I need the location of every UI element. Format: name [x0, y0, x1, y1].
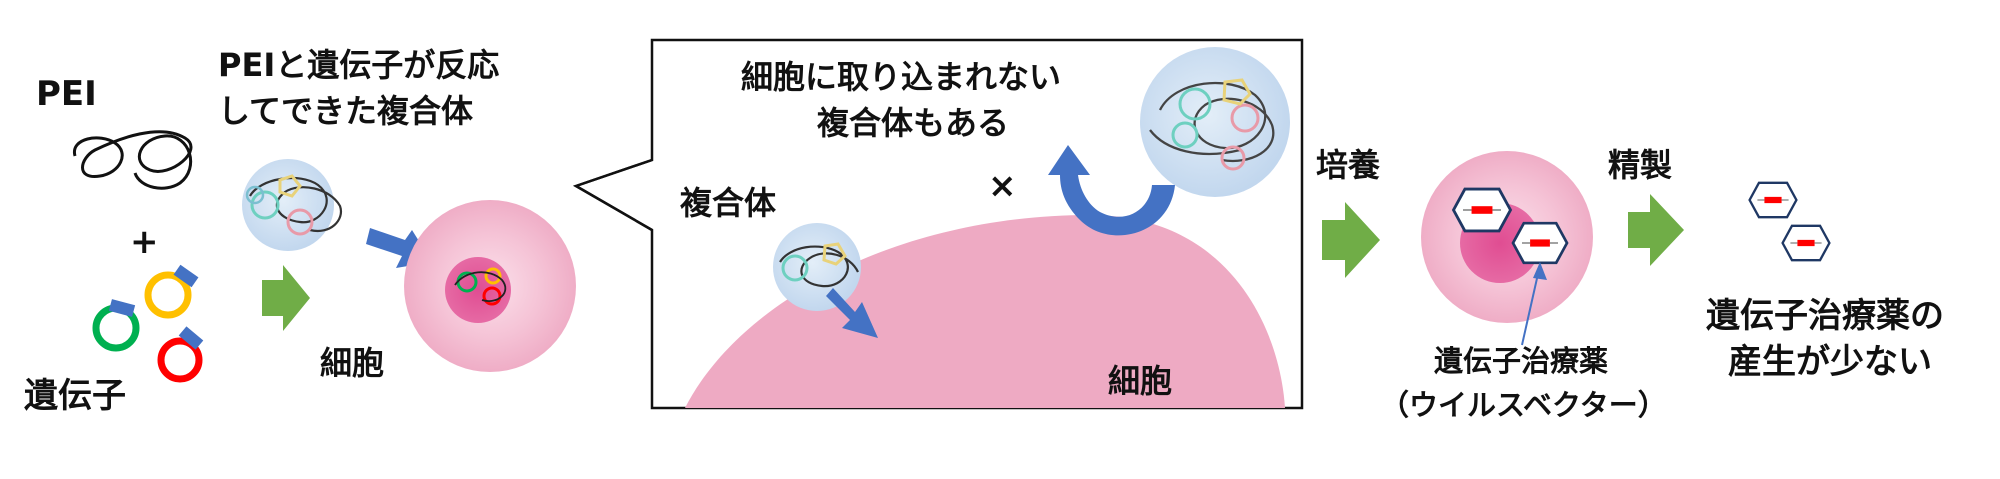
- complex-icon: [242, 159, 343, 251]
- plasmid-icon: [92, 264, 204, 383]
- cell-icon: [1421, 151, 1593, 323]
- callout-line1: 細胞に取り込まれない: [741, 58, 1062, 96]
- virus-vector-icon: [1748, 181, 1831, 262]
- complex-icon: [773, 223, 861, 311]
- arrow-icon: [1322, 202, 1380, 278]
- callout-box: [572, 38, 1304, 410]
- arrow-icon: [1628, 194, 1684, 266]
- callout-line2: 複合体もある: [817, 104, 1010, 142]
- curved-arrow-icon: [1048, 145, 1175, 236]
- culture-label: 培養: [1316, 146, 1381, 184]
- result-line1: 遺伝子治療薬の: [1706, 296, 1944, 336]
- pointer-line: [1521, 262, 1547, 346]
- vector-label-line2: （ウイルスベクター）: [1380, 388, 1667, 422]
- gene-label: 遺伝子: [24, 376, 126, 416]
- cell-left-label: 細胞: [320, 344, 385, 382]
- result-line2: 産生が少ない: [1728, 342, 1932, 382]
- pei-strand-icon: [73, 130, 193, 190]
- complex-title-line1: PEIと遺伝子が反応: [218, 46, 500, 84]
- plus-sign: +: [130, 222, 159, 262]
- cell-inset-label: 細胞: [1108, 362, 1173, 400]
- arrow-icon: [826, 288, 878, 338]
- pei-label: PEI: [36, 74, 97, 114]
- cell-icon: [404, 200, 576, 372]
- arrow-icon: [262, 265, 310, 331]
- complex-icon: [1140, 47, 1290, 197]
- purify-label: 精製: [1608, 146, 1673, 184]
- complex-label: 複合体: [680, 184, 777, 222]
- rejection-cross: ×: [988, 166, 1017, 206]
- complex-title-line2: してできた複合体: [218, 92, 474, 130]
- vector-label-line1: 遺伝子治療薬: [1434, 344, 1609, 378]
